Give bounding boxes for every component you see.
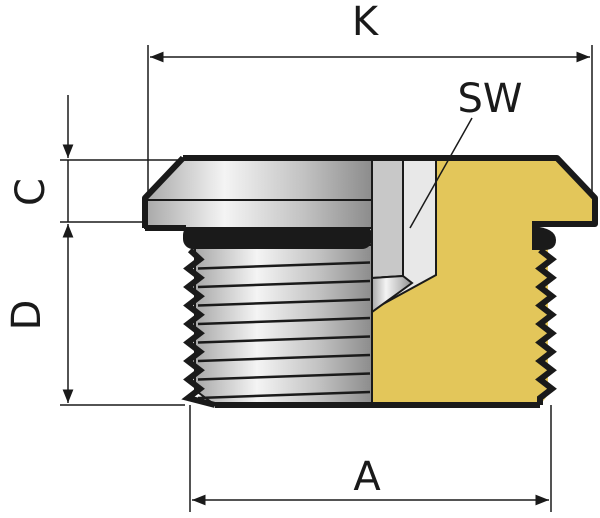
label-sw: SW xyxy=(458,76,523,122)
thread-profile-right xyxy=(535,247,557,405)
thread-lines xyxy=(197,261,371,400)
head-left xyxy=(144,157,373,229)
dimension-k xyxy=(147,45,593,195)
thread-line xyxy=(197,279,371,289)
thread-line xyxy=(197,298,371,307)
gasket-right xyxy=(532,226,556,250)
thread-line xyxy=(197,390,371,400)
thread-line xyxy=(197,261,371,270)
label-k: K xyxy=(352,0,380,45)
thread-body-left xyxy=(194,244,373,406)
gasket xyxy=(183,225,372,249)
label-a: A xyxy=(353,454,381,500)
dimension-a xyxy=(189,405,552,512)
outline xyxy=(142,155,598,408)
thread-profile-left xyxy=(181,247,216,408)
thread-line xyxy=(197,353,371,363)
label-c: C xyxy=(8,178,54,206)
thread-line xyxy=(197,372,371,381)
thread-line xyxy=(197,335,371,344)
dimension-c xyxy=(60,95,183,223)
steel-half xyxy=(144,157,373,408)
label-d: D xyxy=(4,300,50,331)
dimension-d xyxy=(60,224,185,406)
thread-line xyxy=(197,316,371,326)
sw-leader xyxy=(409,117,473,229)
brass-half xyxy=(371,157,595,405)
